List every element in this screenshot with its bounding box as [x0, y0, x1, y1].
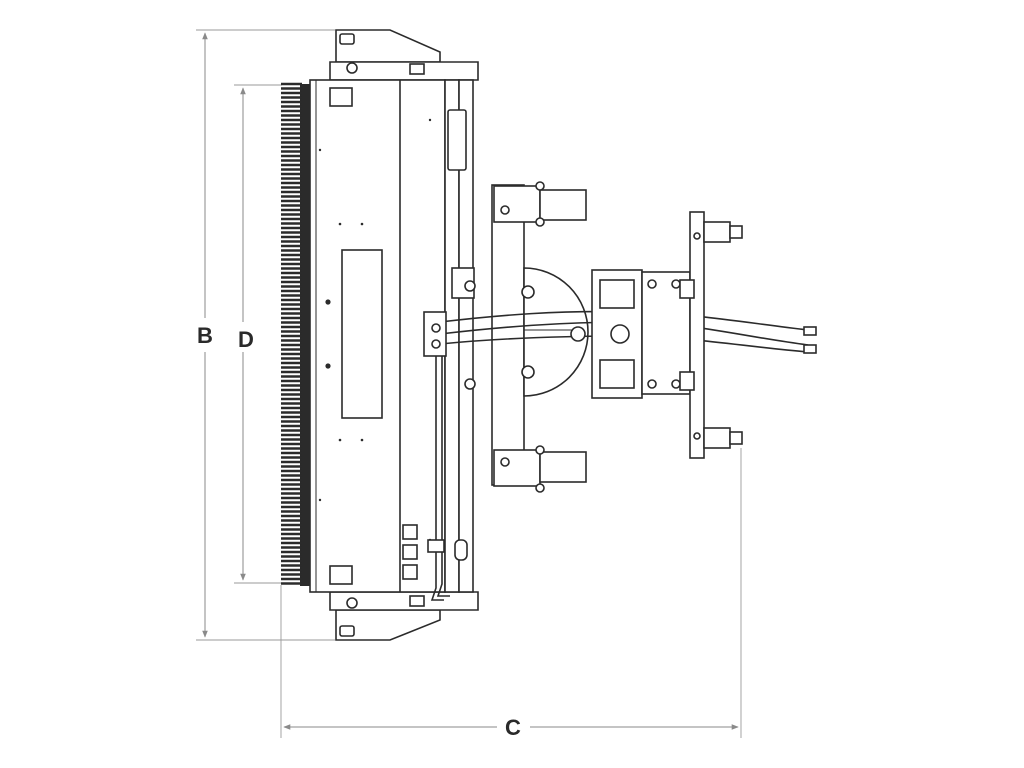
rear-frame — [444, 79, 475, 593]
mount-beam — [491, 181, 589, 493]
dimension-c: C — [280, 448, 742, 740]
dimension-d-label: D — [238, 327, 254, 352]
dimension-c-label: C — [505, 715, 521, 740]
flail-rotor-shaft — [300, 84, 310, 586]
tractor-mount-plate — [679, 211, 743, 459]
pivot-gearbox — [464, 269, 691, 399]
flail-teeth — [281, 82, 310, 586]
dimension-d: D — [234, 84, 282, 584]
mower-deck — [309, 29, 479, 641]
dimension-b-label: B — [197, 323, 213, 348]
dimension-b: B — [196, 29, 335, 641]
